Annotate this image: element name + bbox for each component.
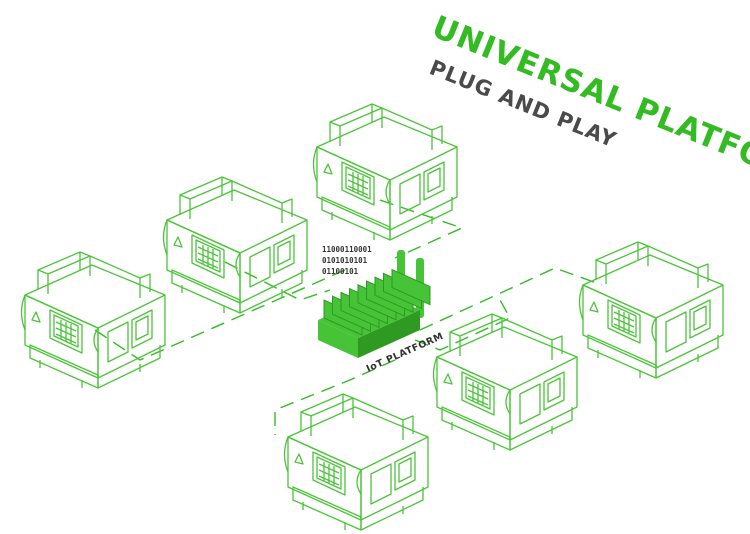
link-machine-5 <box>414 299 511 351</box>
cnc-machine-3 <box>312 103 458 241</box>
hub-base-left <box>318 320 358 358</box>
link-machine-4 <box>419 267 603 331</box>
headline-title: UNIVERSAL PLATFORM <box>427 9 750 197</box>
cnc-machine-1 <box>20 251 166 389</box>
link-machine-3 <box>379 199 464 259</box>
cnc-machine-5 <box>432 313 578 451</box>
hub-fins <box>323 268 431 336</box>
binary-line-3: 01100101 <box>322 267 359 276</box>
link-machine-1 <box>94 269 346 361</box>
hub-base-right <box>358 310 420 358</box>
link-machine-6 <box>274 359 396 435</box>
binary-line-1: 11000110001 <box>322 245 372 254</box>
hub-fin <box>391 268 431 306</box>
cnc-machine-4 <box>578 241 724 379</box>
binary-line-2: 0101010101 <box>322 256 368 265</box>
iot-hub <box>318 250 431 358</box>
cnc-machine-6 <box>283 393 429 531</box>
